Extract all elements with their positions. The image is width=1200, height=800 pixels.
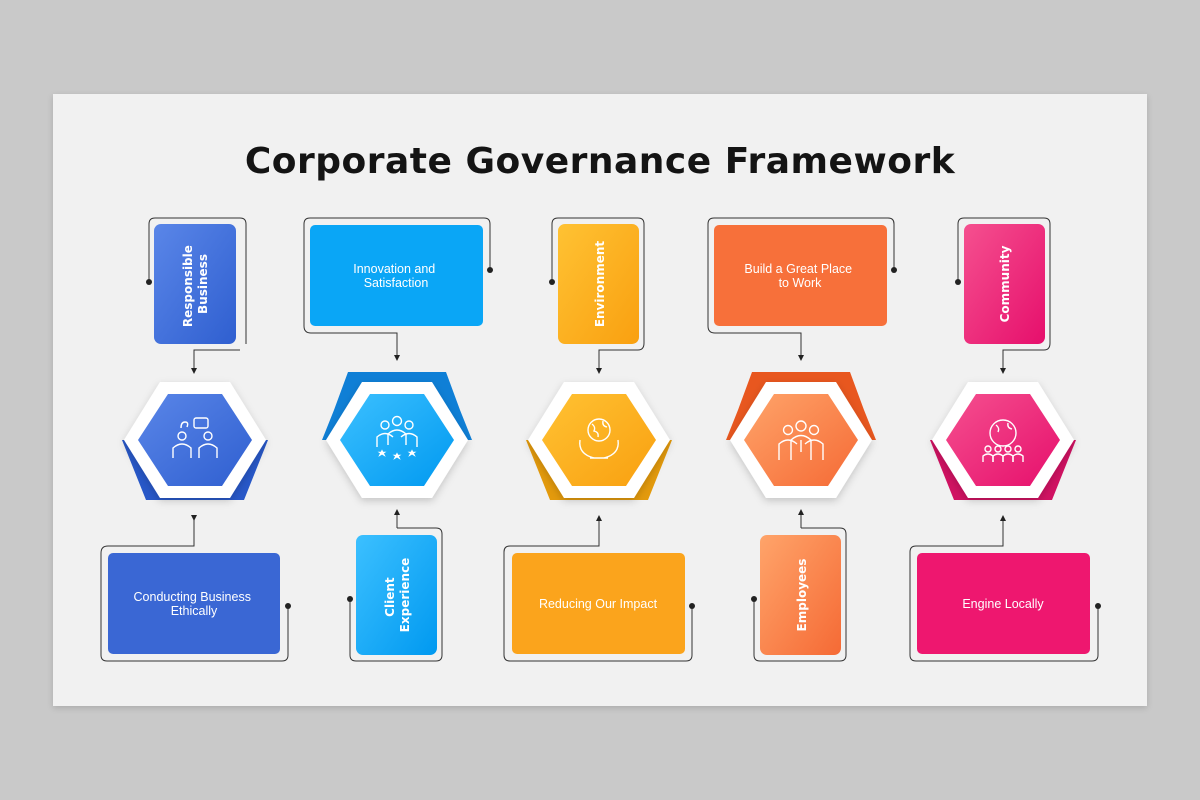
card-client-experience [356, 535, 437, 655]
card-label-client-experience: Client Experience [383, 558, 412, 633]
card-label-environment: Environment [593, 241, 607, 328]
card-label-innovation: Innovation and Satisfaction [353, 262, 439, 290]
hexagon-environment [542, 394, 656, 486]
card-conducting-business-ethically [108, 553, 280, 654]
card-innovation-and-satisfaction [310, 225, 483, 326]
page-title: Corporate Governance Framework [244, 141, 956, 182]
column-innovation: Innovation and Satisfaction Client Exper… [303, 217, 493, 662]
card-label-responsible-business: Responsible Business [181, 241, 210, 327]
card-responsible-business [154, 224, 236, 344]
globe-community-icon [982, 419, 1024, 462]
card-build-a-great-place-to-work [714, 225, 887, 326]
card-label-community: Community [998, 245, 1012, 322]
card-employees [760, 535, 841, 655]
card-label-reducing-impact: Reducing Our Impact [539, 597, 658, 611]
column-responsible: Responsible Business Conducting Business… [100, 217, 291, 662]
column-environment: Environment Reducing Our Impact [503, 217, 695, 662]
column-community: Community Engine Locally [909, 217, 1101, 662]
employees-group-icon [778, 420, 824, 460]
card-engine-locally [917, 553, 1090, 654]
hexagon-innovation [340, 394, 454, 486]
hexagon-responsible [138, 394, 252, 486]
card-environment [558, 224, 639, 344]
card-label-conducting-business: Conducting Business Ethically [134, 590, 255, 618]
globe-in-hands-icon [579, 418, 619, 459]
card-label-employees: Employees [795, 559, 809, 632]
card-label-engine-locally: Engine Locally [962, 597, 1044, 611]
column-workplace: Build a Great Place to Work Employees [707, 217, 897, 662]
business-people-icon [172, 417, 218, 458]
team-stars-icon [376, 415, 418, 460]
card-community [964, 224, 1045, 344]
card-reducing-our-impact [512, 553, 685, 654]
hexagon-community [946, 394, 1060, 486]
card-label-great-place: Build a Great Place to Work [744, 262, 855, 290]
